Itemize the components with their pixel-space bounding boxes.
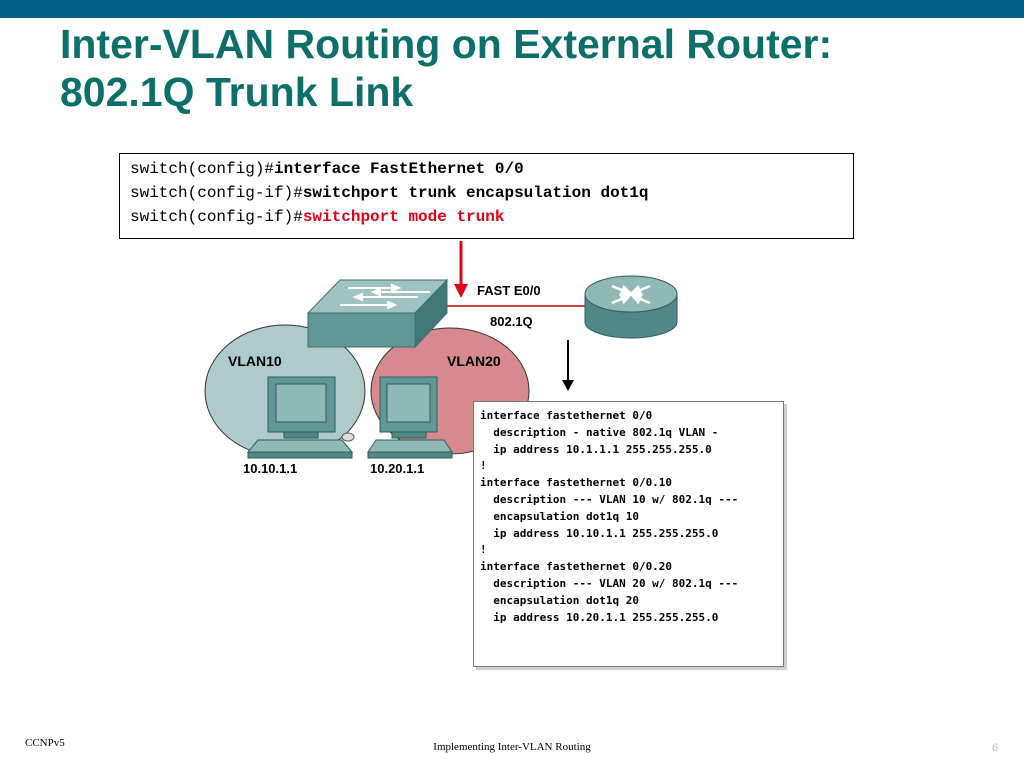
page-number: 6	[992, 742, 999, 754]
config-line: description - native 802.1q VLAN -	[480, 425, 719, 439]
config-line: ip address 10.10.1.1 255.255.255.0	[480, 526, 719, 540]
command-text: interface FastEthernet 0/0	[274, 160, 524, 178]
config-line: encapsulation dot1q 10	[480, 509, 639, 523]
command-line-3: switch(config-if)#switchport mode trunk	[130, 205, 843, 229]
red-arrow-icon	[454, 241, 468, 298]
config-line: description --- VLAN 20 w/ 802.1q ---	[480, 576, 739, 590]
pc-vlan10-icon	[246, 376, 355, 459]
header-bar	[0, 0, 1024, 18]
vlan20-label: VLAN20	[447, 353, 501, 369]
config-line: interface fastethernet 0/0.20	[480, 560, 673, 574]
command-line-1: switch(config)#interface FastEthernet 0/…	[130, 157, 843, 181]
pc-vlan20-icon	[367, 376, 453, 459]
command-box: switch(config)#interface FastEthernet 0/…	[119, 153, 854, 239]
config-line: !	[480, 459, 487, 473]
command-prompt: switch(config-if)#	[130, 208, 303, 226]
command-prompt: switch(config)#	[130, 160, 275, 178]
down-arrow-icon	[562, 340, 574, 391]
command-text-highlighted: switchport mode trunk	[302, 208, 505, 226]
config-line: encapsulation dot1q 20	[480, 593, 639, 607]
config-line: interface fastethernet 0/0	[480, 409, 653, 422]
command-text: switchport trunk encapsulation dot1q	[302, 184, 649, 202]
command-prompt: switch(config-if)#	[130, 184, 303, 202]
router-icon	[584, 275, 678, 339]
config-line: !	[480, 543, 487, 557]
config-line: ip address 10.1.1.1 255.255.255.0	[480, 442, 712, 456]
host-ip-vlan20: 10.20.1.1	[370, 461, 424, 476]
config-line: interface fastethernet 0/0.10	[480, 476, 673, 490]
footer-title: Implementing Inter-VLAN Routing	[433, 741, 591, 753]
link-interface-label: FAST E0/0	[477, 283, 541, 298]
config-line: description --- VLAN 10 w/ 802.1q ---	[480, 492, 739, 506]
config-line: ip address 10.20.1.1 255.255.255.0	[480, 610, 719, 624]
title-line-2: 802.1Q Trunk Link	[60, 69, 414, 115]
router-config-box: interface fastethernet 0/0 description -…	[473, 401, 784, 667]
switch-icon	[306, 278, 449, 349]
footer-course: CCNPv5	[25, 737, 65, 749]
trunk-encapsulation-label: 802.1Q	[490, 314, 533, 329]
slide-title: Inter-VLAN Routing on External Router: 8…	[60, 20, 1000, 116]
command-line-2: switch(config-if)#switchport trunk encap…	[130, 181, 843, 205]
vlan10-label: VLAN10	[228, 353, 282, 369]
host-ip-vlan10: 10.10.1.1	[243, 461, 297, 476]
title-line-1: Inter-VLAN Routing on External Router:	[60, 21, 833, 67]
